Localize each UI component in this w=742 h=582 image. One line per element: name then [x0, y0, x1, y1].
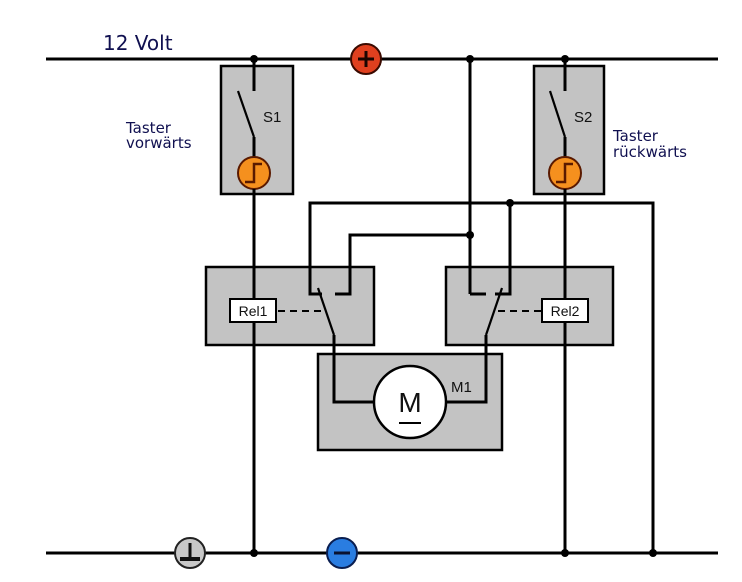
switch-s1-step-icon	[237, 156, 271, 190]
switch-s1-blade	[236, 90, 256, 138]
switch-s2-label: S2	[574, 109, 592, 126]
motor-symbol: M	[398, 387, 421, 418]
switch-s2-caption-line2: rückwärts	[613, 143, 687, 161]
switch-s2-caption-line1: Taster	[612, 127, 659, 145]
switch-s1-caption-line2: vorwärts	[126, 134, 192, 152]
relay-2[interactable]: Rel2	[541, 298, 589, 323]
negative-terminal[interactable]	[326, 537, 358, 569]
relay-2-coil	[541, 298, 589, 323]
positive-terminal[interactable]	[350, 43, 382, 75]
relay-2-label: Rel2	[551, 303, 580, 319]
relay-1[interactable]: Rel1	[229, 298, 277, 323]
junction-dot	[250, 55, 258, 63]
switch-s1-label: S1	[263, 109, 281, 126]
motor-label: M1	[451, 379, 472, 396]
wire-rel1-to-motor	[332, 335, 374, 404]
relay-1-switch-blade	[316, 287, 336, 336]
wire-ground-to-rel1-contact	[308, 201, 655, 553]
junction-dot	[466, 231, 474, 239]
junction-dot	[649, 549, 657, 557]
wire-rel2-to-motor	[446, 335, 488, 404]
junction-dot	[466, 55, 474, 63]
ground-terminal[interactable]	[174, 537, 206, 569]
switch-s1[interactable]: S1	[219, 59, 295, 196]
junction-dot	[561, 55, 569, 63]
switch-s2-step-icon	[548, 156, 582, 190]
relay-1-coil	[229, 298, 277, 323]
switch-s1-caption-line1: Taster	[125, 119, 172, 137]
motor-symbol-circle	[372, 364, 448, 440]
junction-dot	[250, 549, 258, 557]
switch-s2-blade	[548, 90, 567, 138]
relay-1-label: Rel1	[239, 303, 268, 319]
voltage-label: 12 Volt	[103, 31, 173, 55]
junction-dot	[561, 549, 569, 557]
relay-2-switch-blade	[484, 287, 504, 336]
motor-m1[interactable]: M M1	[372, 364, 472, 440]
junction-dot	[506, 199, 514, 207]
wire-plus-to-rel1-contact	[335, 233, 470, 296]
switch-s2[interactable]: S2	[532, 59, 606, 196]
